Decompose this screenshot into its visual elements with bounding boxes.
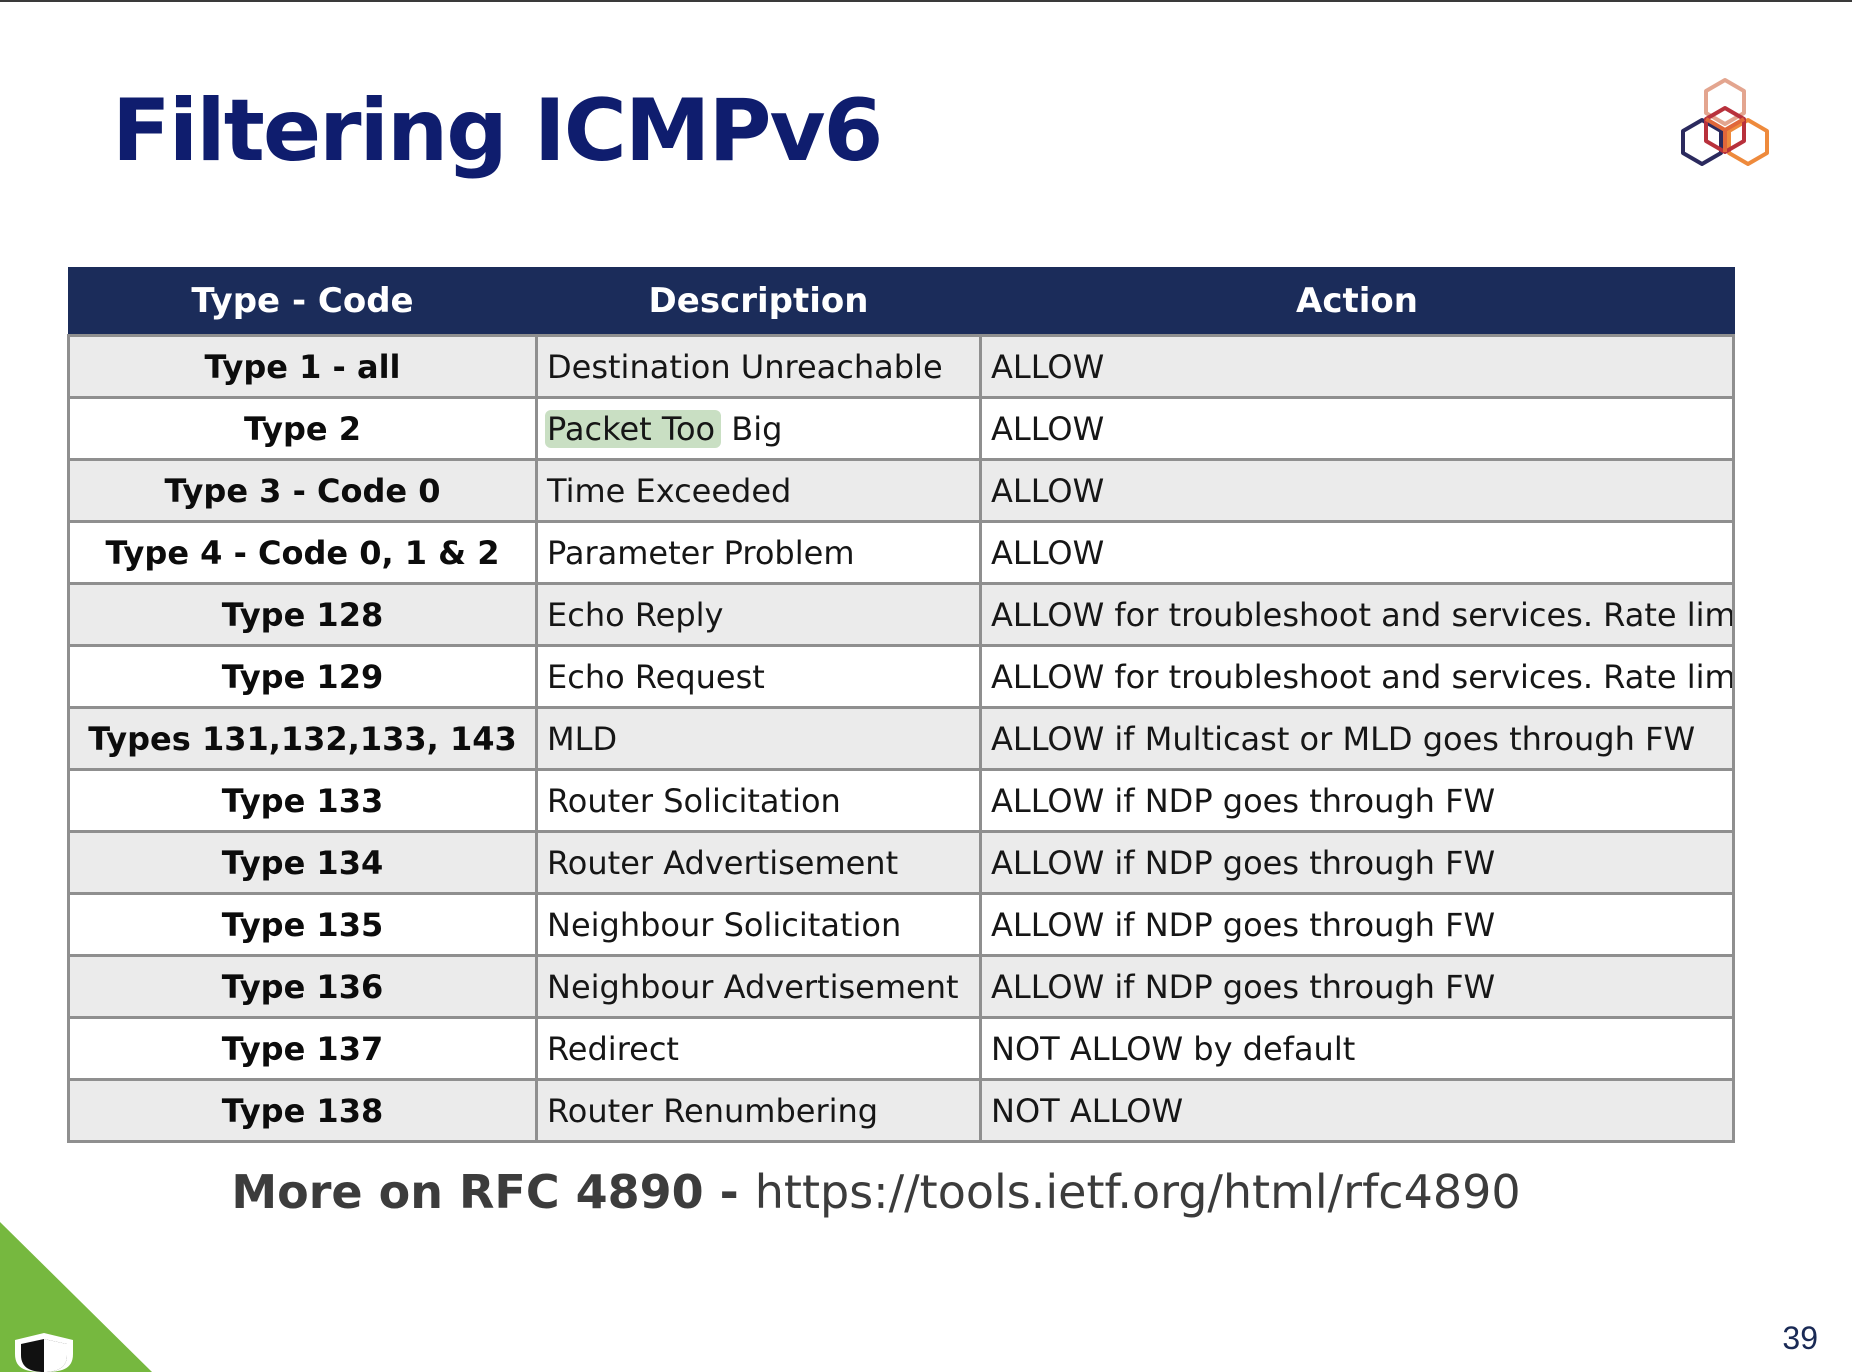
rfc-reference: More on RFC 4890 - https://tools.ietf.or… — [0, 1165, 1752, 1219]
action-cell: ALLOW for troubleshoot and services. Rat… — [979, 582, 1735, 647]
action-cell: ALLOW — [979, 334, 1735, 399]
description-cell: Parameter Problem — [535, 520, 982, 585]
action-cell: NOT ALLOW by default — [979, 1016, 1735, 1081]
corner-decoration — [0, 1222, 152, 1372]
description-cell: Echo Request — [535, 644, 982, 709]
shield-icon — [15, 1333, 73, 1372]
action-cell: ALLOW if NDP goes through FW — [979, 954, 1735, 1019]
table-row: Type 4 - Code 0, 1 & 2 Parameter Problem… — [67, 520, 1735, 585]
rfc-link[interactable]: https://tools.ietf.org/html/rfc4890 — [754, 1165, 1521, 1219]
type-cell: Type 138 — [67, 1078, 538, 1143]
table-row: Type 129 Echo Request ALLOW for troubles… — [67, 644, 1735, 709]
table-row: Type 3 - Code 0 Time Exceeded ALLOW — [67, 458, 1735, 523]
top-rule — [0, 0, 1852, 2]
type-cell: Type 133 — [67, 768, 538, 833]
description-cell: Router Solicitation — [535, 768, 982, 833]
type-cell: Type 3 - Code 0 — [67, 458, 538, 523]
table-row: Type 2 Packet Too Big ALLOW — [67, 396, 1735, 461]
description-cell: Router Advertisement — [535, 830, 982, 895]
action-cell: NOT ALLOW — [979, 1078, 1735, 1143]
table-row: Types 131,132,133, 143 MLD ALLOW if Mult… — [67, 706, 1735, 771]
action-cell: ALLOW if NDP goes through FW — [979, 892, 1735, 957]
type-cell: Type 137 — [67, 1016, 538, 1081]
hexagon-cube-logo-icon — [1681, 78, 1769, 166]
action-cell: ALLOW if NDP goes through FW — [979, 768, 1735, 833]
type-cell: Types 131,132,133, 143 — [67, 706, 538, 771]
table-header-row: Type - Code Description Action — [67, 267, 1735, 336]
description-cell: Echo Reply — [535, 582, 982, 647]
table-row: Type 138 Router Renumbering NOT ALLOW — [67, 1078, 1735, 1143]
action-cell: ALLOW if Multicast or MLD goes through F… — [979, 706, 1735, 771]
action-cell: ALLOW — [979, 520, 1735, 585]
type-cell: Type 128 — [67, 582, 538, 647]
text-highlight: Packet Too — [545, 409, 722, 448]
header-description: Description — [535, 267, 982, 336]
type-cell: Type 4 - Code 0, 1 & 2 — [67, 520, 538, 585]
table-row: Type 1 - all Destination Unreachable ALL… — [67, 334, 1735, 399]
table-row: Type 137 Redirect NOT ALLOW by default — [67, 1016, 1735, 1081]
description-cell: MLD — [535, 706, 982, 771]
type-cell: Type 1 - all — [67, 334, 538, 399]
type-cell: Type 129 — [67, 644, 538, 709]
description-cell: Router Renumbering — [535, 1078, 982, 1143]
type-cell: Type 134 — [67, 830, 538, 895]
type-cell: Type 136 — [67, 954, 538, 1019]
type-cell: Type 2 — [67, 396, 538, 461]
description-rest: Big — [721, 409, 783, 448]
type-cell: Type 135 — [67, 892, 538, 957]
table-row: Type 133 Router Solicitation ALLOW if ND… — [67, 768, 1735, 833]
description-cell: Neighbour Solicitation — [535, 892, 982, 957]
page-title: Filtering ICMPv6 — [112, 81, 883, 181]
action-cell: ALLOW — [979, 396, 1735, 461]
table-row: Type 136 Neighbour Advertisement ALLOW i… — [67, 954, 1735, 1019]
table-row: Type 128 Echo Reply ALLOW for troublesho… — [67, 582, 1735, 647]
rfc-label: More on RFC 4890 - — [231, 1165, 755, 1219]
table-row: Type 134 Router Advertisement ALLOW if N… — [67, 830, 1735, 895]
page-number: 39 — [1782, 1320, 1818, 1356]
table-row: Type 135 Neighbour Solicitation ALLOW if… — [67, 892, 1735, 957]
description-cell: Redirect — [535, 1016, 982, 1081]
description-cell: Time Exceeded — [535, 458, 982, 523]
description-cell: Destination Unreachable — [535, 334, 982, 399]
header-action: Action — [979, 267, 1735, 336]
header-type-code: Type - Code — [67, 267, 538, 336]
description-cell: Packet Too Big — [535, 396, 982, 461]
description-cell: Neighbour Advertisement — [535, 954, 982, 1019]
action-cell: ALLOW for troubleshoot and services. Rat… — [979, 644, 1735, 709]
icmp-filter-table: Type - Code Description Action Type 1 - … — [67, 267, 1735, 1143]
action-cell: ALLOW — [979, 458, 1735, 523]
action-cell: ALLOW if NDP goes through FW — [979, 830, 1735, 895]
